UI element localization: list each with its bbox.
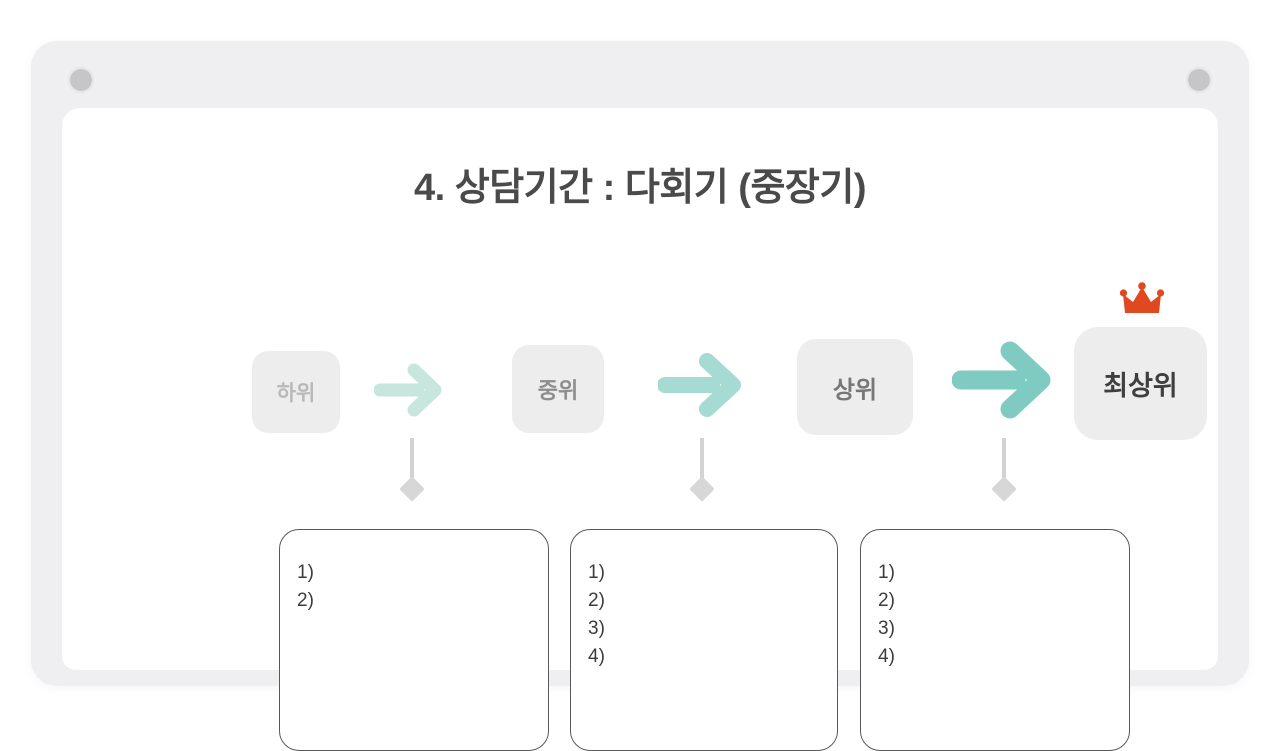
frame-dot-right-icon [1186,67,1212,93]
crown-icon [1120,282,1164,313]
connector-3 [991,438,1017,510]
connector-3-diamond-icon [991,476,1017,502]
level-box-middle[interactable]: 중위 [512,345,604,433]
note-box-3[interactable]: 1) 2) 3) 4) [860,529,1130,751]
note-item: 3) [588,618,605,639]
note-item: 2) [297,590,314,611]
level-label-low: 하위 [276,382,316,405]
note-item: 4) [878,646,895,667]
note-box-2[interactable]: 1) 2) 3) 4) [570,529,838,751]
level-label-middle: 중위 [537,378,579,403]
note-item: 1) [588,562,605,583]
level-box-low[interactable]: 하위 [252,351,340,433]
level-label-high: 상위 [832,376,878,404]
level-box-high[interactable]: 상위 [797,339,913,435]
arrow-right-3-icon [952,341,1051,419]
level-progression-diagram: 하위 중위 상위 최상위 [62,108,1218,670]
note-item: 1) [878,562,895,583]
note-box-1[interactable]: 1) 2) [279,529,549,751]
slide-page: 4. 상담기간 : 다회기 (중장기) 하위 중위 상위 [62,108,1218,751]
page-title: 4. 상담기간 : 다회기 (중장기) [414,167,867,209]
connector-2-diamond-icon [689,476,715,502]
arrow-right-1-icon [374,363,442,417]
level-label-top: 최상위 [1103,371,1178,401]
note-item: 2) [588,590,605,611]
note-item: 4) [588,646,605,667]
note-item: 3) [878,618,895,639]
level-box-top[interactable]: 최상위 [1074,327,1207,440]
connector-3-line [1002,438,1006,488]
note-item: 1) [297,562,314,583]
connector-1 [399,438,425,510]
connector-2-line [700,438,704,488]
note-item: 2) [878,590,895,611]
connector-1-line [410,438,414,488]
arrow-right-2-icon [658,353,741,417]
connector-1-diamond-icon [399,476,425,502]
frame-dot-left-icon [68,67,94,93]
connector-2 [689,438,715,510]
